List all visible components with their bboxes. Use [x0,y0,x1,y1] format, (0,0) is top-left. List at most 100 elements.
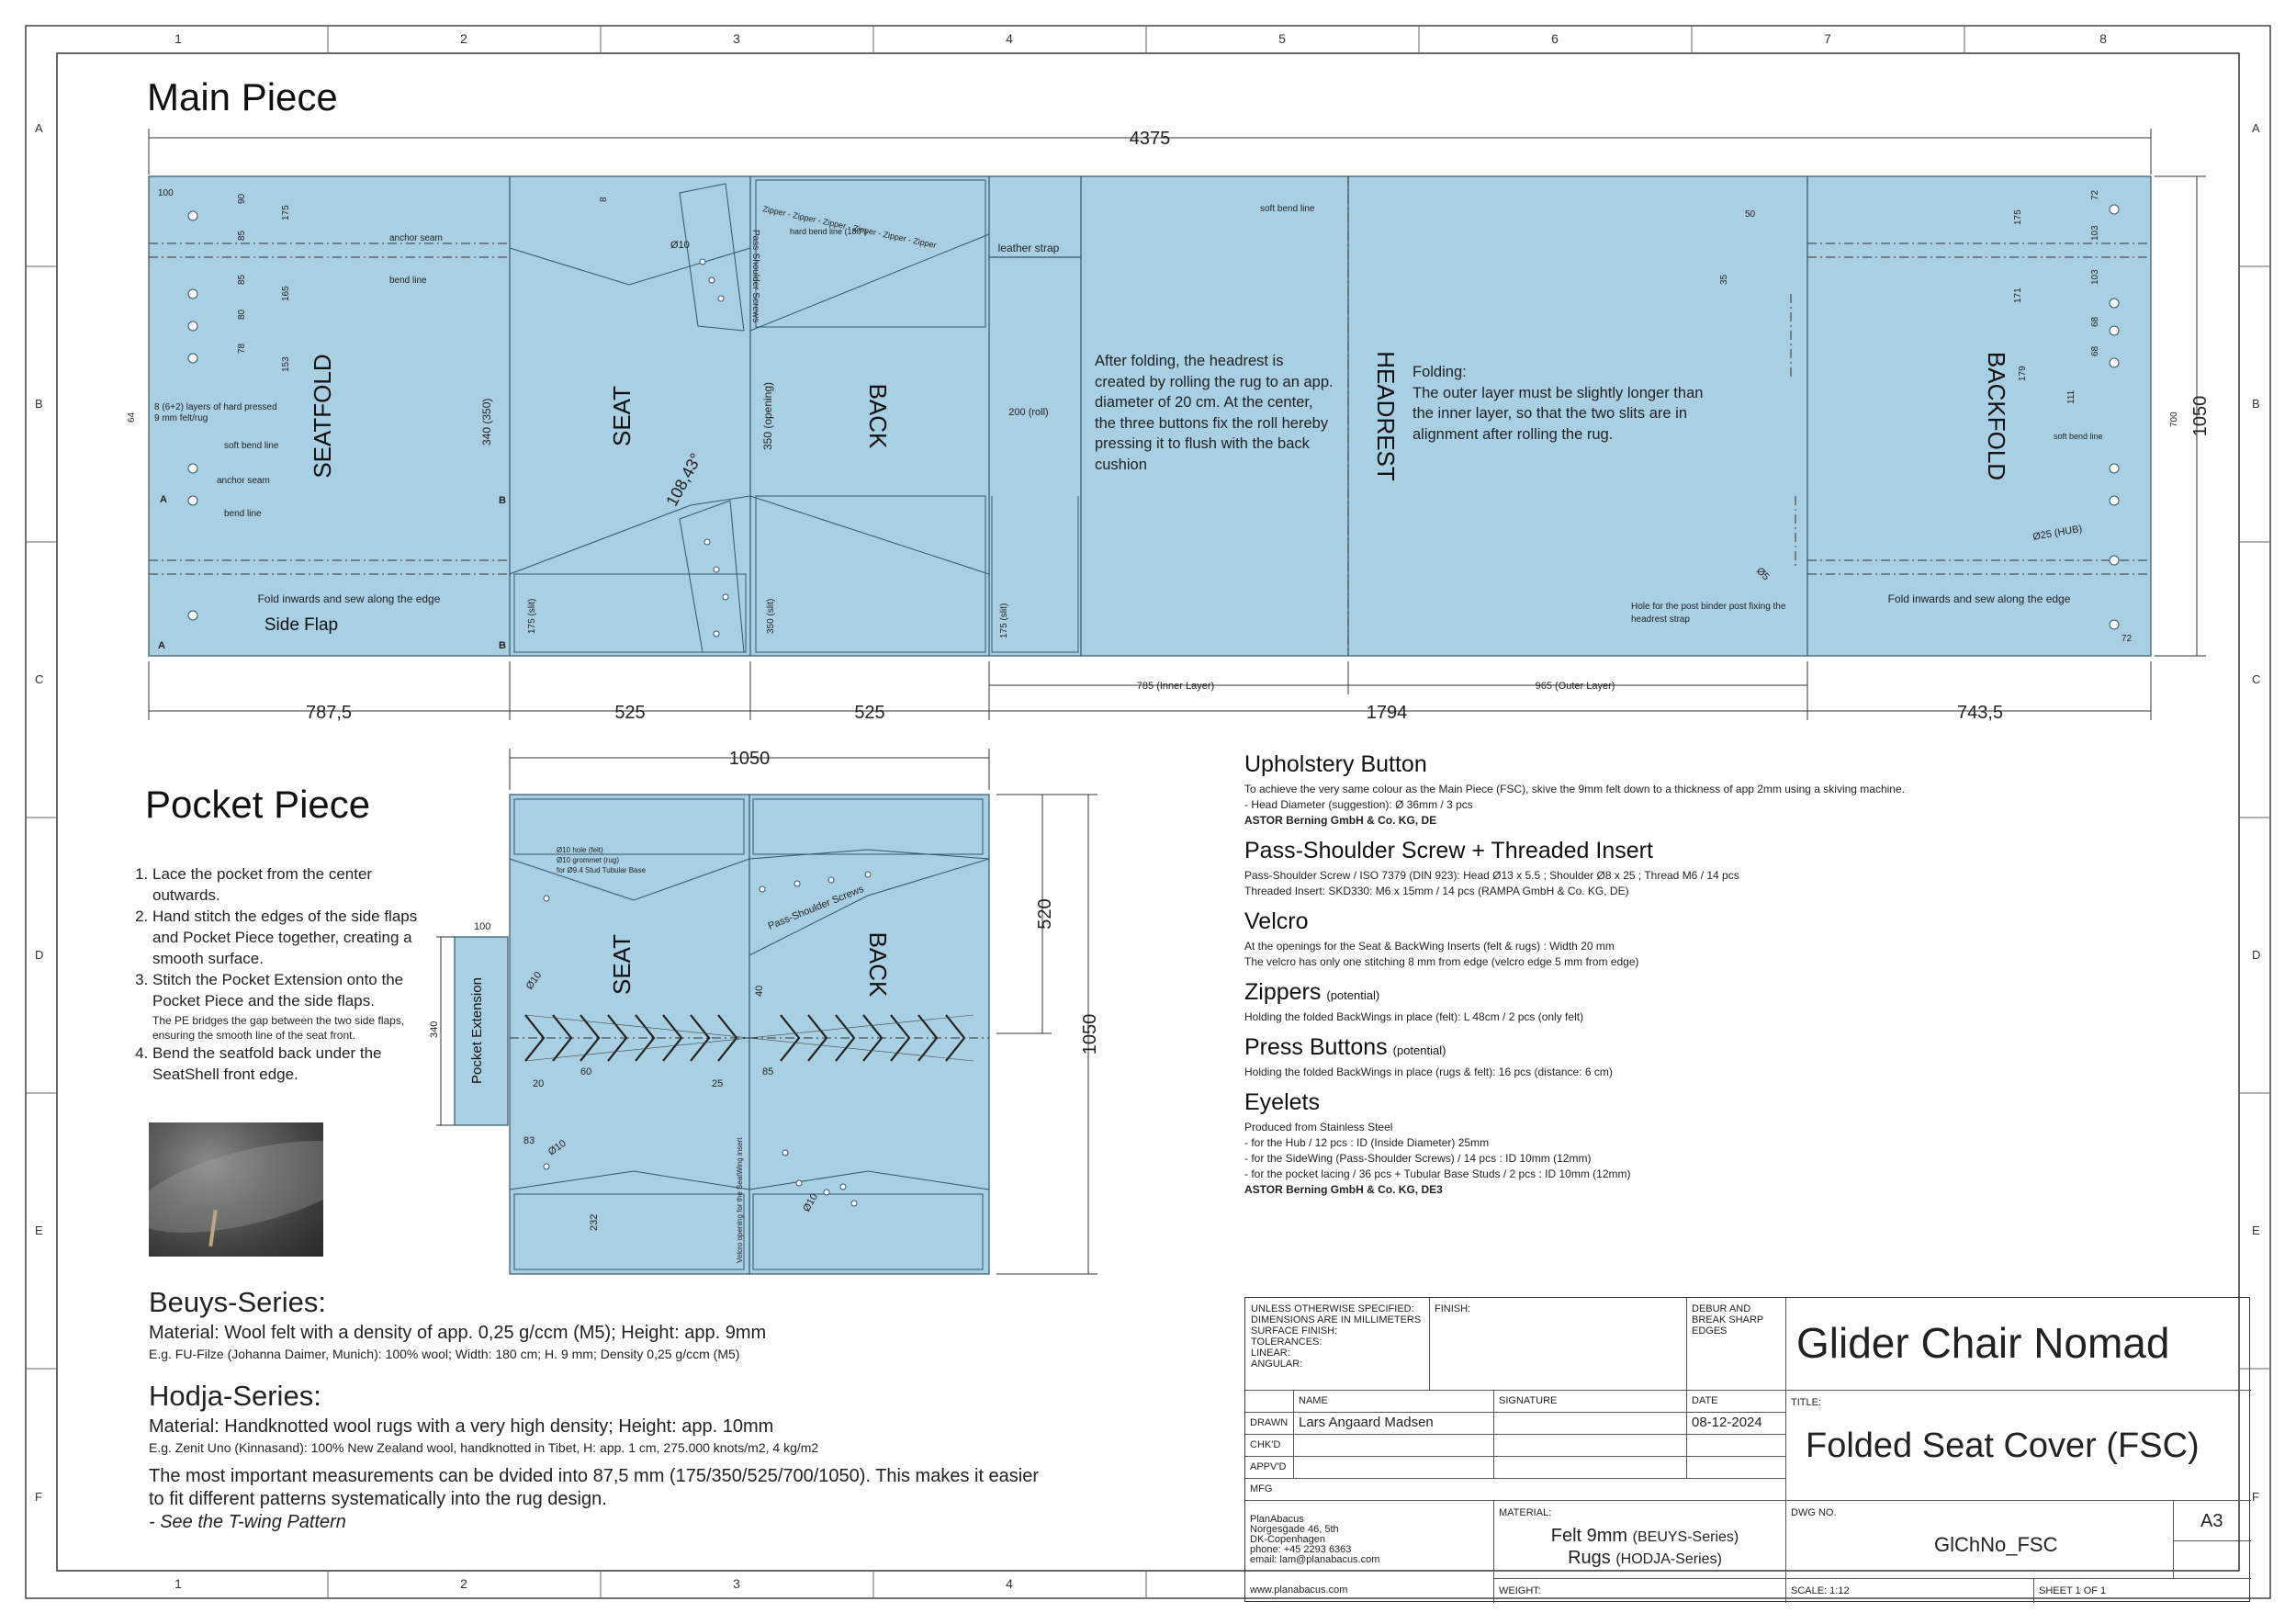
dim-103a: 103 [2090,225,2100,241]
label-headrest: HEADREST [1372,351,1400,481]
tb-chkd: CHK'D [1250,1439,1281,1450]
label-anchor-seam: anchor seam [389,233,443,243]
spec-line: ASTOR Berning GmbH & Co. KG, DE3 [1244,1183,1443,1196]
dim-80: 80 [237,309,247,320]
frame-row-label-right: C [2252,672,2261,686]
frame-row-label-right: E [2252,1224,2260,1237]
pocket-dim-60: 60 [580,1066,591,1077]
tb-material: Felt 9mm (BEUYS-Series) Rugs (HODJA-Seri… [1512,1526,1778,1570]
frame-row-label-left: C [35,672,44,686]
label-anchor-seam-2: anchor seam [217,476,270,486]
frame-col-label-top: 3 [733,31,740,46]
dim-64: 64 [127,412,137,423]
label-pass-screws: Pass-Shoulder Screws [750,230,760,322]
dim-103b: 103 [2090,269,2100,285]
spec-line: The velcro has only one stitching 8 mm f… [1244,955,1639,968]
seatfold-photo [149,1122,323,1257]
frame-row-label-left: F [35,1490,42,1504]
spec-title: Velcro [1244,908,1309,934]
pocket-velcro-note: Velcro opening for the SeatWing insert [736,1137,744,1263]
label-bend-line: bend line [389,276,427,286]
marker-b-1: B [499,495,506,506]
spec-line: - for the pocket lacing / 36 pcs + Tubul… [1244,1167,1631,1180]
frame-row-label-right: B [2252,397,2260,411]
hodja-material: Material: Handknotted wool rugs with a v… [149,1416,774,1437]
dim-175-slit-2: 175 (slit) [999,603,1009,638]
label-bend-line-2: bend line [224,509,262,519]
dim-8: 8 [599,197,609,202]
pocket-dim-25: 25 [712,1078,723,1089]
pocket-dim-40: 40 [754,986,765,997]
pe-note: The PE bridges the gap between the two s… [152,1014,405,1042]
spec-subtitle: (potential) [1326,988,1380,1002]
label-side-flap: Side Flap [264,615,338,635]
pocket-dim-100: 100 [474,921,490,932]
spec-3: Zippers(potential)Holding the folded Bac… [1244,979,2236,1025]
spec-4: Press Buttons(potential)Holding the fold… [1244,1034,2236,1080]
frame-col-label-top: 8 [2099,31,2107,46]
frame-col-label-top: 5 [1278,31,1286,46]
dim-overall-height: 1050 [2190,396,2211,437]
frame-row-label-left: B [35,397,43,411]
spec-line: Produced from Stainless Steel [1244,1121,1393,1133]
hole-note: Hole for the post binder post fixing the… [1631,602,1786,625]
tb-material2: Rugs [1568,1548,1611,1568]
dim-171: 171 [2013,288,2023,303]
dim-backfold-width: 743,5 [1957,703,2003,723]
spec-title: Eyelets [1244,1089,1320,1115]
spec-line: Pass-Shoulder Screw / ISO 7379 (DIN 923)… [1244,869,1739,882]
tb-material1: Felt 9mm [1550,1526,1628,1546]
label-back: BACK [864,384,892,449]
pocket-dim-340: 340 [429,1021,440,1038]
frame-row-label-left: D [35,948,44,962]
tb-product: Glider Chair Nomad [1796,1319,2170,1367]
title-block: UNLESS OTHERWISE SPECIFIED: DIMENSIONS A… [1244,1297,2251,1603]
spec-subtitle: (potential) [1392,1043,1446,1057]
pocket-dim-20: 20 [533,1078,544,1089]
tb-sheet: SHEET 1 OF 1 [2039,1585,2107,1596]
marker-b-2: B [499,640,506,651]
tb-drawn-name: Lars Angaard Madsen [1299,1415,1434,1430]
pocket-instructions: Lace the pocket from the center outwards… [119,863,422,1085]
tb-dwg: GlChNo_FSC [1934,1533,2058,1556]
frame-col-label-top: 6 [1551,31,1559,46]
dim-headrest-width: 1794 [1367,703,1408,723]
instruction-3: Stitch the Pocket Extension onto the Poc… [152,971,404,1009]
pocket-extension-label: Pocket Extension [469,977,485,1084]
label-leather-strap: leather strap [998,242,1060,254]
frame-col-label-top: 2 [460,31,467,46]
tb-weight-h: WEIGHT: [1499,1585,1541,1596]
tb-drawn: DRAWN [1250,1417,1289,1428]
folding-text: Folding: The outer layer must be slightl… [1412,364,1704,443]
frame-col-label-bottom: 1 [174,1576,182,1591]
instruction-4: Bend the seatfold back under the SeatShe… [152,1043,422,1085]
beuys-material: Material: Wool felt with a density of ap… [149,1323,767,1343]
dim-85a: 85 [237,230,247,241]
spec-title: Zippers [1244,979,1322,1005]
measurement-note-1: The most important measurements can be d… [149,1466,1040,1486]
hodja-example: E.g. Zenit Uno (Kinnasand): 100% New Zea… [149,1440,819,1455]
dim-175-right: 175 [2013,209,2023,225]
dim-pocket-width: 1050 [729,749,771,769]
instruction-1: Lace the pocket from the center outwards… [152,863,422,906]
tb-signature-h: SIGNATURE [1499,1395,1558,1406]
spec-title: Upholstery Button [1244,751,1427,777]
dim-50: 50 [1745,209,1756,220]
dim-100: 100 [158,188,174,198]
pocket-label-seat: SEAT [608,934,636,995]
dim-outer-layer: 965 (Outer Layer) [1536,681,1615,692]
tb-website: www.planabacus.com [1250,1585,1348,1596]
label-d10: Ø10 [670,240,690,251]
spec-line: - for the Hub / 12 pcs : ID (Inside Diam… [1244,1136,1490,1149]
tb-size: A3 [2200,1511,2223,1531]
dim-inner-layer: 785 (Inner Layer) [1137,681,1214,692]
tb-appvd: APPV'D [1250,1461,1287,1472]
frame-col-label-top: 7 [1824,31,1831,46]
